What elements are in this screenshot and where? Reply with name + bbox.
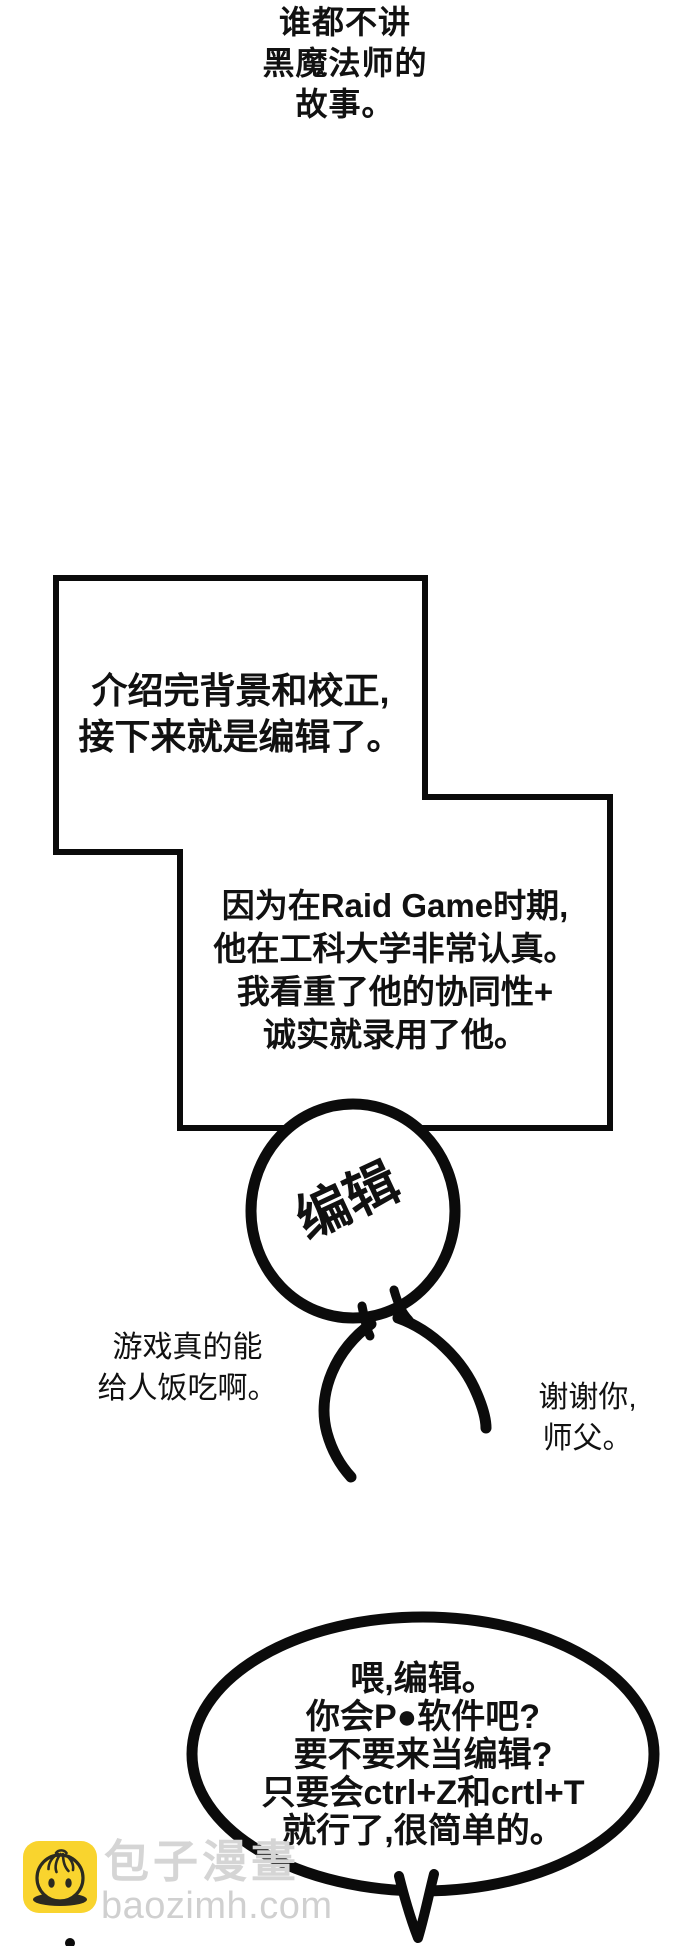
narration-line: 谁都不讲 — [278, 4, 411, 40]
panel-box1-line: 介绍完背景和校正, — [91, 670, 390, 711]
watermark-site-url: baozimh.com — [101, 1885, 333, 1927]
narration-line: 黑魔法师的 — [262, 45, 428, 81]
panel-box1-text: 介绍完背景和校正, 接下来就是编辑了。 — [56, 668, 425, 760]
panel-box1-line: 接下来就是编辑了。 — [78, 716, 403, 757]
panel-box2-line: 他在工科大学非常认真。 — [213, 930, 577, 967]
speech-bubble-line: 要不要来当编辑? — [293, 1736, 553, 1774]
speech-bubble-line: 就行了,很简单的。 — [282, 1812, 564, 1850]
baozi-bun-icon — [23, 1841, 97, 1913]
panel-box2-line: 我看重了他的协同性+ — [236, 973, 554, 1010]
panel-box2-line: 诚实就录用了他。 — [263, 1016, 527, 1053]
speech-bubble-line: 你会P●软件吧? — [306, 1698, 540, 1736]
bottom-edge-mark — [65, 1938, 75, 1946]
dialogue-right-line: 师父。 — [542, 1422, 633, 1455]
panel-boxes-outline — [53, 575, 613, 1131]
speech-bubble-line: 喂,编辑。 — [350, 1660, 496, 1698]
speech-bubble-text: 喂,编辑。 你会P●软件吧? 要不要来当编辑? 只要会ctrl+Z和crtl+T… — [193, 1660, 653, 1850]
panel-box2-text: 因为在Raid Game时期, 他在工科大学非常认真。 我看重了他的协同性+ 诚… — [180, 884, 610, 1056]
speech-bubble-tail — [394, 1869, 439, 1943]
dialogue-right-line: 谢谢你, — [538, 1381, 637, 1414]
character-head — [245, 1098, 461, 1324]
watermark-site-name: 包子漫畫 — [104, 1836, 301, 1887]
character-torso-right — [392, 1312, 492, 1434]
dialogue-left: 游戏真的能 给人饭吃啊。 — [75, 1327, 300, 1409]
panel-box2-line: 因为在Raid Game时期, — [221, 887, 569, 924]
narration-line: 故事。 — [295, 86, 395, 122]
dialogue-left-line: 给人饭吃啊。 — [97, 1372, 278, 1405]
character-torso-left — [318, 1318, 377, 1483]
speech-bubble-line: 只要会ctrl+Z和crtl+T — [261, 1774, 585, 1812]
dialogue-right: 谢谢你, 师父。 — [505, 1377, 670, 1459]
narration-text: 谁都不讲 黑魔法师的 故事。 — [0, 2, 690, 125]
dialogue-left-line: 游戏真的能 — [112, 1331, 263, 1364]
